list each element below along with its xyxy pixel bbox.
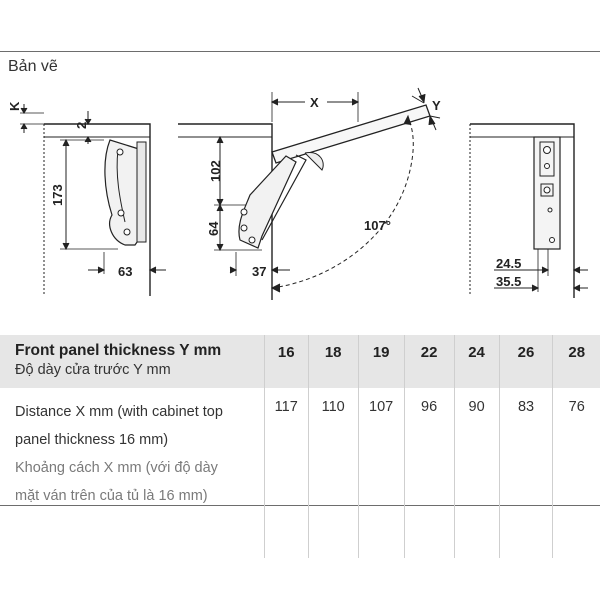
distance-cell: 90 [453,388,500,558]
thickness-cell: 28 [552,335,600,388]
dim-label-k: K [7,101,22,111]
header-label-vi: Độ dày cửa trước Y mm [15,362,171,378]
drawing-open-view [178,87,441,300]
dim-label-63: 63 [118,264,132,279]
dim-label-2: 2 [74,122,89,129]
thickness-cell: 22 [403,335,455,388]
distance-cell: 117 [263,388,309,558]
dim-label-107: 107° [364,218,391,233]
header-label-cell: Front panel thickness Y mm Độ dày cửa tr… [0,335,264,388]
spec-table: Front panel thickness Y mm Độ dày cửa tr… [0,335,600,558]
row-label-en-2: panel thickness 16 mm) [15,432,169,448]
distance-cell: 110 [307,388,359,558]
dim-label-102: 102 [208,160,223,182]
dim-label-37: 37 [252,264,266,279]
row-label-vi-2: mặt ván trên của tủ là 16 mm) [15,488,208,504]
table-header-row: Front panel thickness Y mm Độ dày cửa tr… [0,335,600,388]
distance-cell: 83 [498,388,553,558]
row-label-en-1: Distance X mm (with cabinet top [15,404,223,420]
distance-cell: 107 [357,388,405,558]
dim-label-x: X [310,95,319,110]
table-row-distance: Distance X mm (with cabinet top panel th… [0,388,600,558]
row-label-vi-1: Khoảng cách X mm (với độ dày [15,460,218,476]
dim-label-173: 173 [50,184,65,206]
drawing-front-view [469,123,588,298]
dim-label-y: Y [432,98,441,113]
header-label-en: Front panel thickness Y mm [15,342,222,359]
thickness-cell: 16 [263,335,309,388]
distance-cell: 76 [552,388,600,558]
page-heading: Bản vẽ [8,58,58,75]
distance-cell: 96 [403,388,455,558]
thickness-cell: 26 [498,335,553,388]
dim-label-24-5: 24.5 [496,256,521,271]
drawing-side-view [20,104,166,296]
thickness-cell: 18 [307,335,359,388]
technical-drawing: K 2 173 63 [7,87,588,300]
dim-label-64: 64 [206,221,221,236]
row-label-cell: Distance X mm (with cabinet top panel th… [0,388,264,558]
dim-label-35-5: 35.5 [496,274,521,289]
thickness-cell: 24 [453,335,500,388]
thickness-cell: 19 [357,335,405,388]
